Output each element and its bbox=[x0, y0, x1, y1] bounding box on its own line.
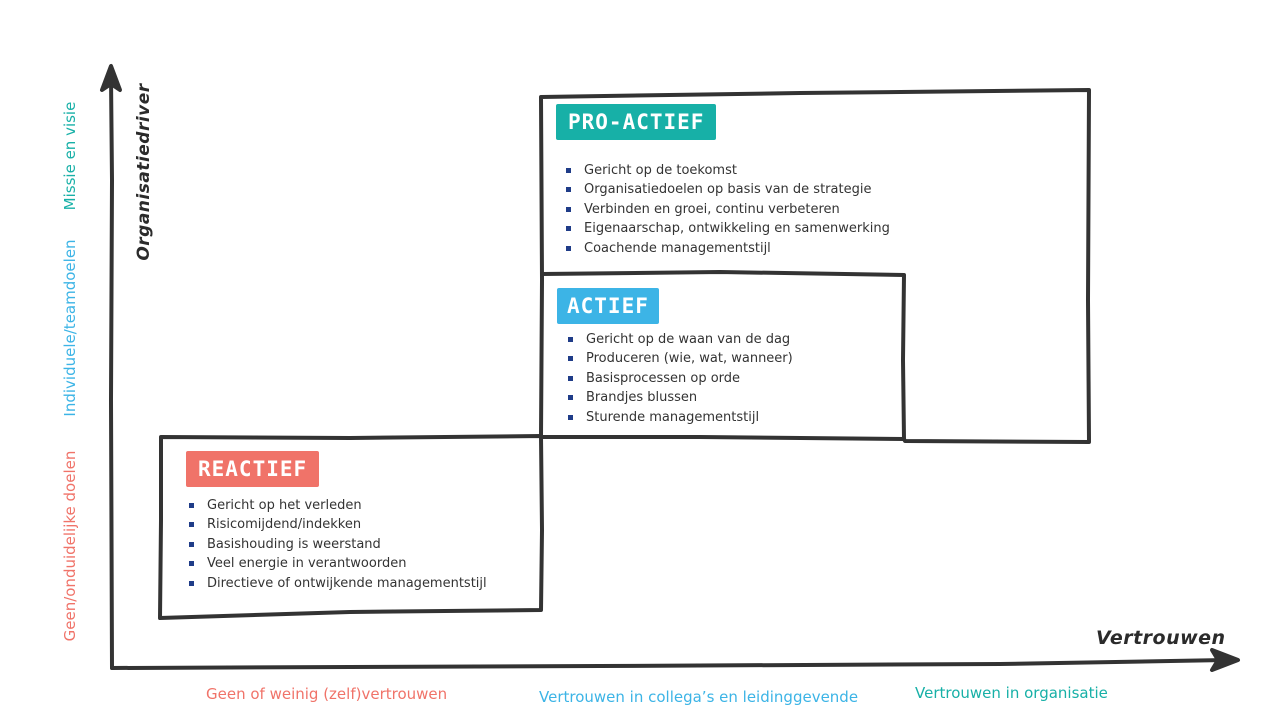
x-axis-title: Vertrouwen bbox=[1096, 627, 1226, 649]
list-item: Gericht op het verleden bbox=[189, 496, 487, 515]
list-item: Organisatiedoelen op basis van de strate… bbox=[566, 180, 890, 199]
list-item: Coachende managementstijl bbox=[566, 239, 890, 258]
x-level-low: Geen of weinig (zelf)vertrouwen bbox=[206, 685, 448, 703]
proactief-list: Gericht op de toekomst Organisatiedoelen… bbox=[566, 161, 890, 258]
list-item: Basisprocessen op orde bbox=[568, 369, 793, 388]
list-item: Gericht op de toekomst bbox=[566, 161, 890, 180]
list-item: Gericht op de waan van de dag bbox=[568, 330, 793, 349]
y-level-low: Geen/onduidelijke doelen bbox=[61, 450, 79, 642]
list-item: Basishouding is weerstand bbox=[189, 535, 487, 554]
actief-box-outline bbox=[539, 270, 906, 441]
proactief-title-tag: PRO-ACTIEF bbox=[556, 104, 717, 140]
actief-list: Gericht op de waan van de dag Produceren… bbox=[568, 330, 793, 427]
x-level-high: Vertrouwen in organisatie bbox=[915, 684, 1108, 702]
list-item: Sturende managementstijl bbox=[568, 408, 793, 427]
x-axis-arrowhead bbox=[1210, 648, 1240, 672]
y-level-high: Missie en visie bbox=[61, 101, 79, 211]
x-axis-line bbox=[110, 658, 1228, 670]
list-item: Brandjes blussen bbox=[568, 388, 793, 407]
list-item: Veel energie in verantwoorden bbox=[189, 554, 487, 573]
x-level-mid: Vertrouwen in collega’s en leidinggevend… bbox=[539, 688, 859, 706]
y-axis-title: Organisatiedriver bbox=[134, 83, 154, 261]
reactief-box-outline bbox=[158, 434, 544, 620]
list-item: Verbinden en groei, continu verbeteren bbox=[566, 200, 890, 219]
list-item: Produceren (wie, wat, wanneer) bbox=[568, 349, 793, 368]
reactief-title-tag: REACTIEF bbox=[186, 451, 320, 487]
actief-title-tag: ACTIEF bbox=[557, 288, 659, 324]
y-axis-arrowhead bbox=[100, 64, 122, 92]
proactief-box-outline bbox=[539, 88, 1091, 444]
list-item: Directieve of ontwijkende managementstij… bbox=[189, 574, 487, 593]
list-item: Risicomijdend/indekken bbox=[189, 515, 487, 534]
list-item: Eigenaarschap, ontwikkeling en samenwerk… bbox=[566, 219, 890, 238]
y-level-mid: Individuele/teamdoelen bbox=[61, 239, 79, 417]
y-axis-line bbox=[109, 76, 114, 670]
reactief-list: Gericht op het verleden Risicomijdend/in… bbox=[189, 496, 487, 593]
